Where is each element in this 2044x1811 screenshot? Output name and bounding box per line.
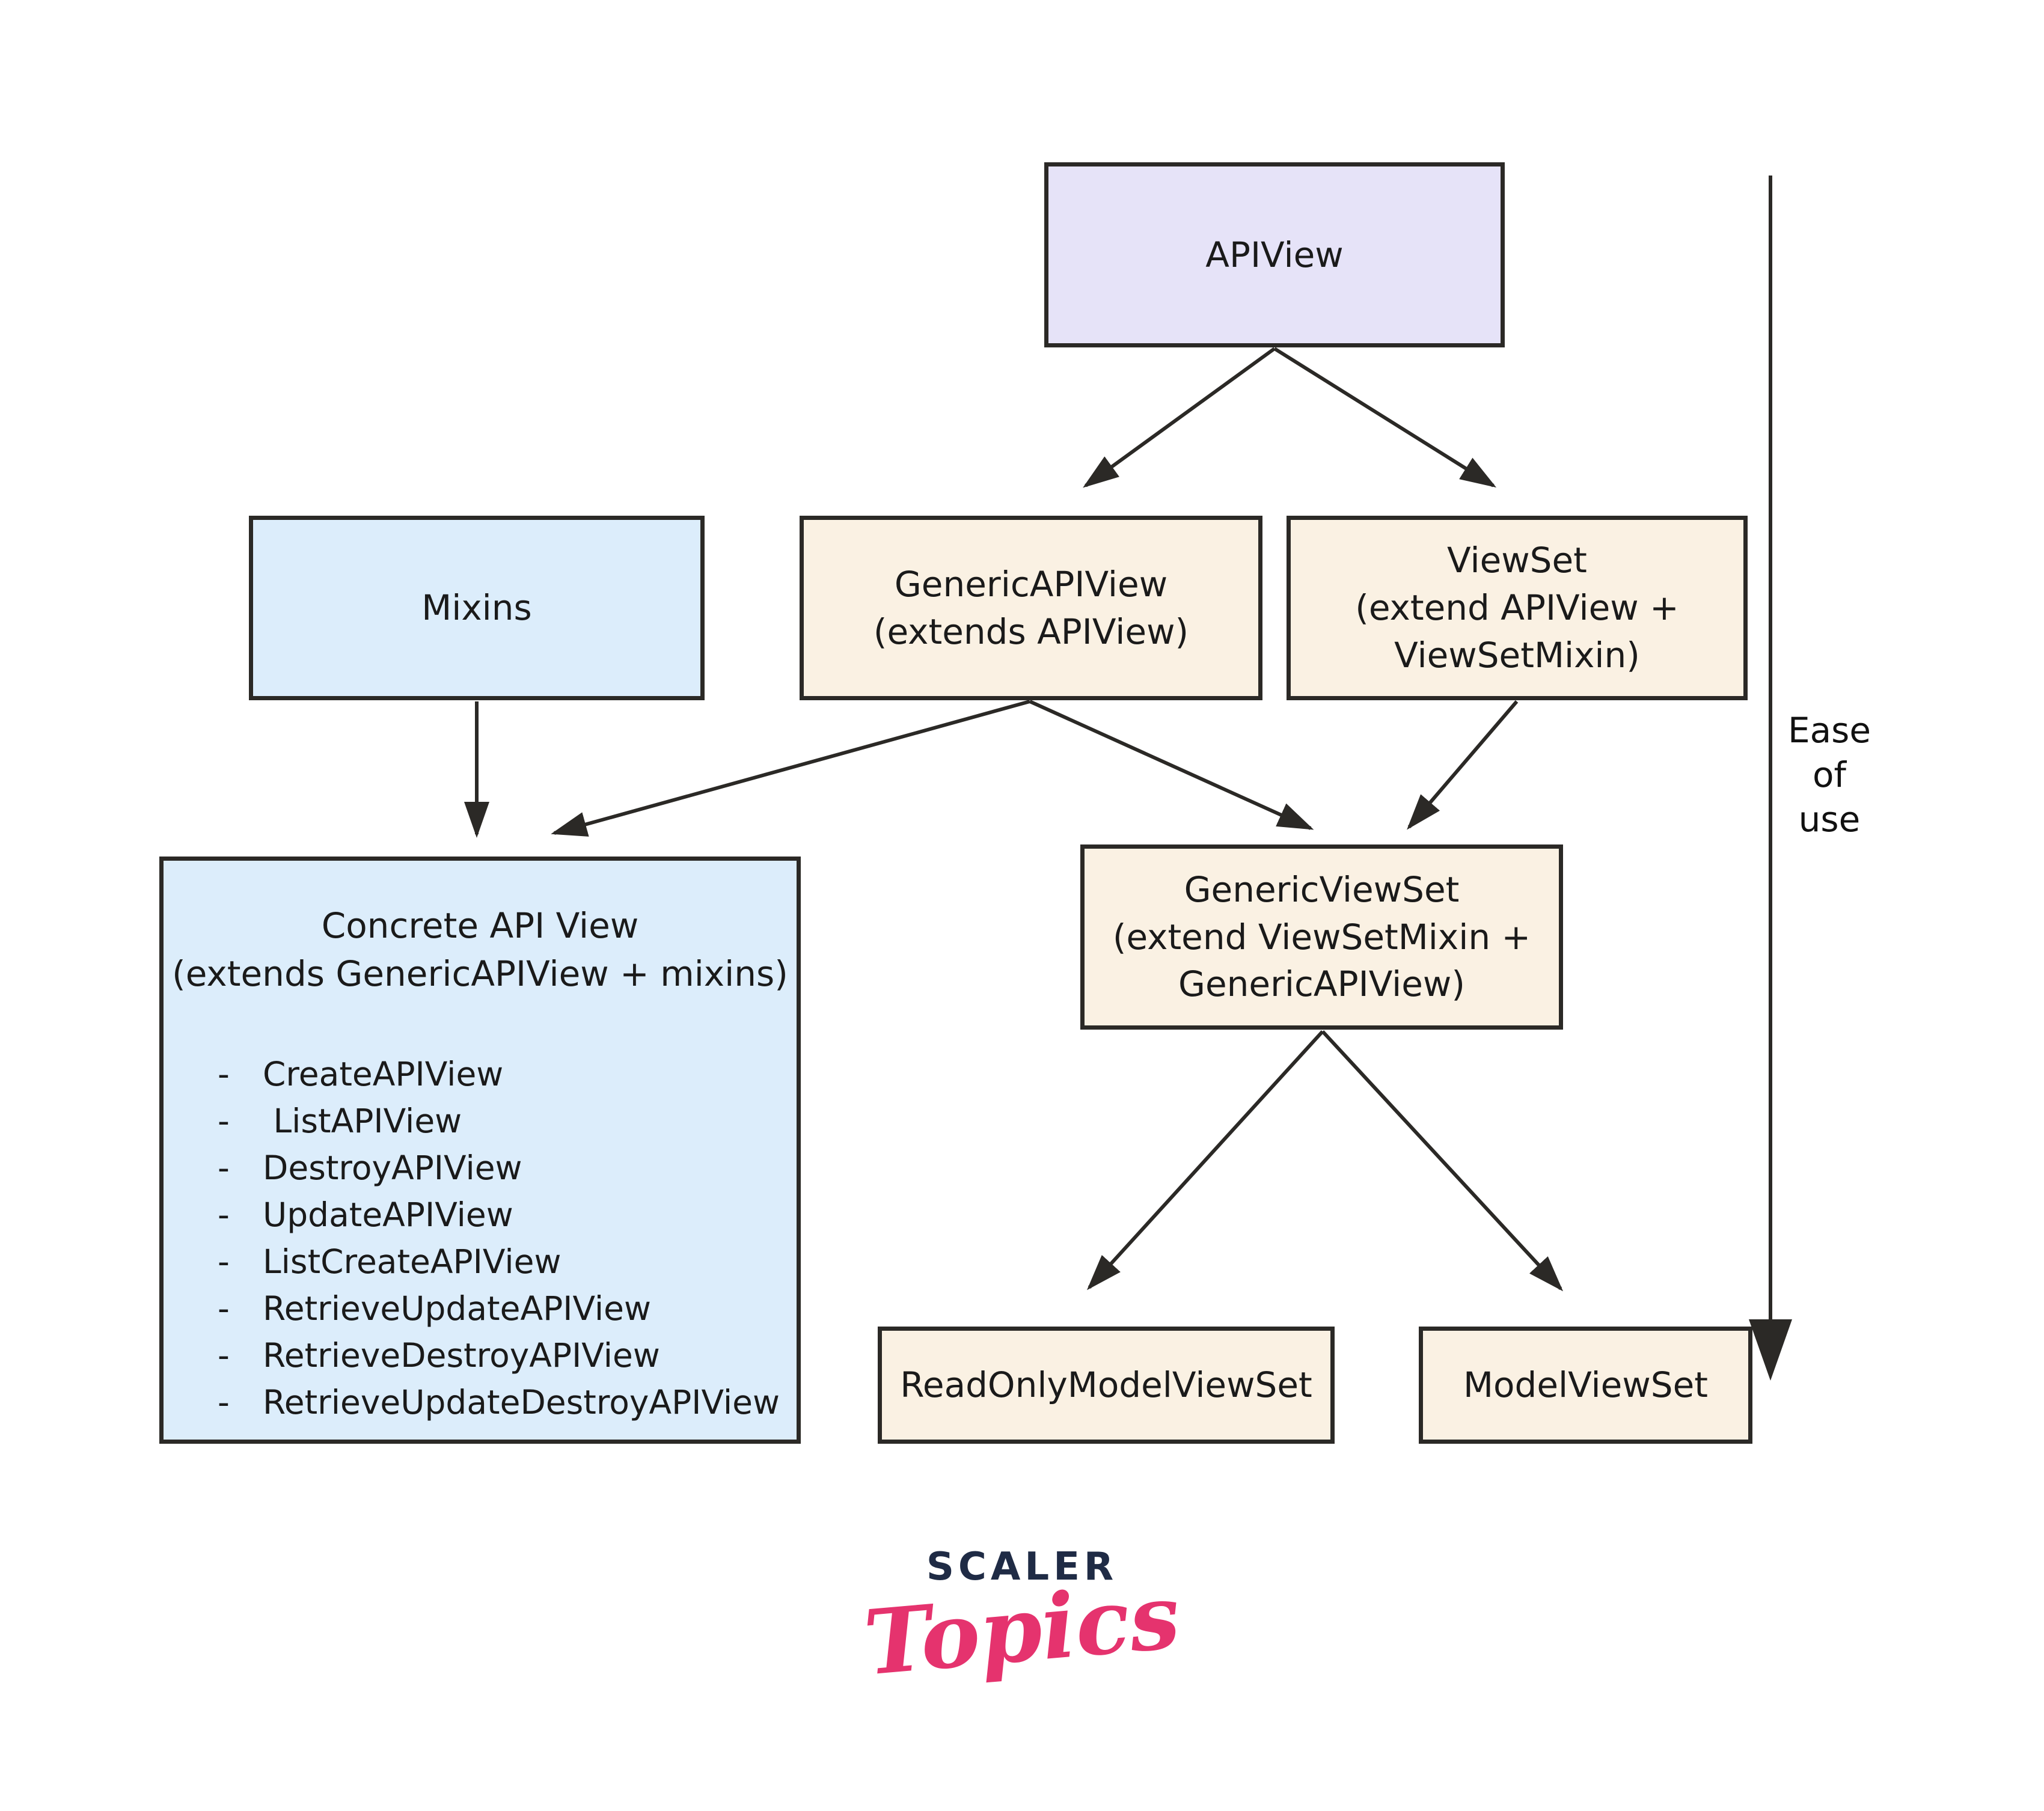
ease-of-use-line1: Ease [1787,710,1871,751]
node-viewset-line2: (extend APIView + [1355,587,1679,629]
ease-of-use-label: Ease of use [1778,708,1880,841]
node-viewset: ViewSet (extend APIView + ViewSetMixin) [1287,516,1748,700]
node-modelviewset-label: ModelViewSet [1463,1364,1709,1406]
arrow-genericapiview-to-genericviewset [1029,700,1314,830]
list-item: - RetrieveDestroyAPIView [164,1332,797,1379]
list-item-label: RetrieveDestroyAPIView [263,1336,660,1375]
node-generic-viewset-line1: GenericViewSet [1184,869,1460,910]
list-item-label: UpdateAPIView [263,1196,513,1235]
node-concrete-line1: Concrete API View [321,905,639,946]
list-item: - UpdateAPIView [164,1191,797,1238]
list-item-marker: - [218,1336,230,1375]
list-item-marker: - [218,1055,230,1094]
list-item-marker: - [218,1289,230,1328]
ease-of-use-line2: of [1813,754,1846,795]
node-concrete-heading: Concrete API View (extends GenericAPIVie… [164,861,797,998]
list-item-marker: - [218,1196,230,1235]
list-item-label: CreateAPIView [263,1055,504,1094]
node-generic-apiview-line1: GenericAPIView [894,563,1168,605]
arrow-viewset-to-genericviewset [1407,700,1519,830]
list-item: - CreateAPIView [164,1051,797,1098]
node-concrete-line2: (extends GenericAPIView + mixins) [172,953,788,995]
node-generic-viewset-line2: (extend ViewSetMixin + [1112,916,1531,957]
node-apiview: APIView [1044,162,1505,347]
node-modelviewset: ModelViewSet [1419,1327,1752,1444]
arrow-genericapiview-to-concrete [551,700,1030,837]
arrow-apiview-to-viewset [1273,347,1497,488]
list-item: - RetrieveUpdateDestroyAPIView [164,1379,797,1426]
node-concrete-api-view: Concrete API View (extends GenericAPIVie… [159,857,801,1444]
node-generic-apiview: GenericAPIView (extends APIView) [800,516,1262,700]
list-item-marker: - [218,1149,230,1188]
list-item-label: RetrieveUpdateAPIView [263,1289,651,1328]
list-item: - ListAPIView [164,1098,797,1144]
node-readonly-modelviewset: ReadOnlyModelViewSet [878,1327,1335,1444]
node-mixins: Mixins [249,516,705,700]
node-generic-viewset: GenericViewSet (extend ViewSetMixin + Ge… [1080,844,1563,1030]
node-viewset-line3: ViewSetMixin) [1394,634,1640,676]
concrete-view-list: - CreateAPIView - ListAPIView - DestroyA… [164,1051,797,1426]
arrow-genericviewset-to-modelviewset [1321,1030,1564,1292]
list-item-marker: - [218,1383,230,1422]
node-apiview-label: APIView [1205,234,1344,275]
node-viewset-line1: ViewSet [1447,540,1587,581]
node-readonly-modelviewset-label: ReadOnlyModelViewSet [900,1364,1312,1406]
list-item-label: RetrieveUpdateDestroyAPIView [263,1383,780,1422]
list-item-label: DestroyAPIView [263,1149,522,1188]
node-mixins-label: Mixins [421,587,532,629]
arrow-apiview-to-genericapiview [1083,347,1276,488]
list-item-marker: - [218,1242,230,1281]
ease-of-use-line3: use [1798,799,1861,840]
arrow-genericviewset-to-readonlymodelviewset [1086,1030,1324,1290]
list-item: - RetrieveUpdateAPIView [164,1285,797,1332]
list-item: - DestroyAPIView [164,1144,797,1191]
node-generic-viewset-line3: GenericAPIView) [1178,964,1465,1005]
node-generic-apiview-line2: (extends APIView) [873,611,1189,652]
list-item: - ListCreateAPIView [164,1238,797,1285]
scaler-topics-logo: SCALER Topics [860,1545,1184,1696]
list-item-label: ListAPIView [263,1102,462,1141]
logo-wordmark-scaler: SCALER [926,1545,1118,1589]
list-item-label: ListCreateAPIView [263,1242,561,1281]
list-item-marker: - [218,1102,230,1141]
